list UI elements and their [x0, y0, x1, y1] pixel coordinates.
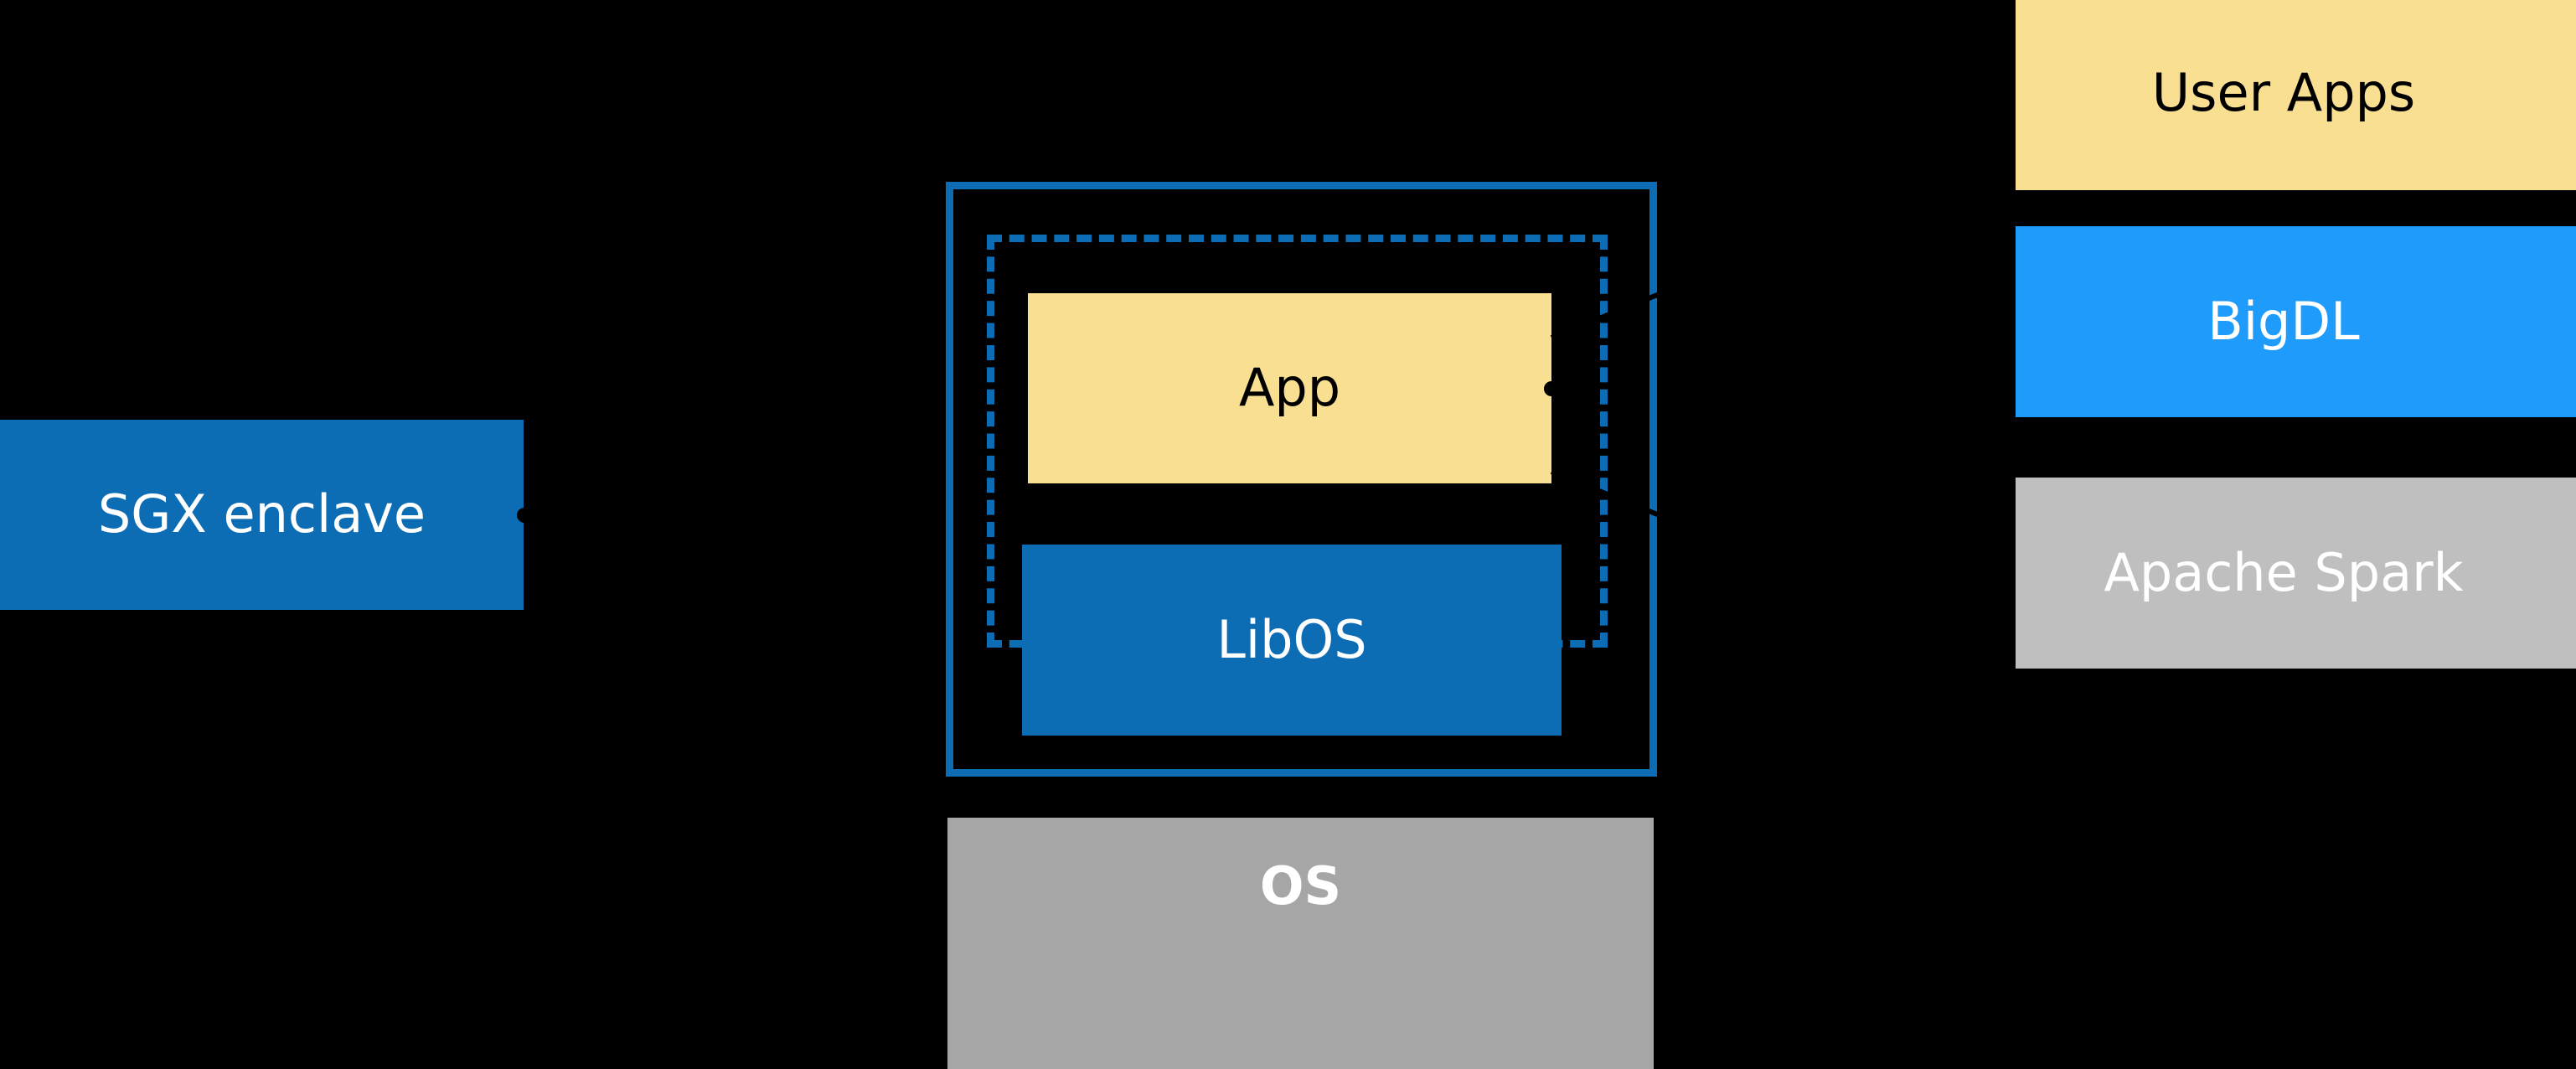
enclave-solid-outline — [946, 182, 1657, 777]
arrowhead-app-to-user-apps-icon — [1544, 381, 1559, 396]
libos-label: LibOS — [1216, 608, 1367, 670]
user-apps-box: User Apps — [2016, 0, 2576, 190]
sgx-enclave-box: SGX enclave — [0, 420, 524, 610]
libos-box: LibOS — [1022, 545, 1562, 736]
arrowhead-sgx-to-enclave-icon — [517, 508, 532, 523]
bigdl-label: BigDL — [2207, 290, 2360, 352]
app-box: App — [1028, 293, 1551, 483]
os-label: OS — [1259, 855, 1342, 917]
user-apps-label: User Apps — [2151, 61, 2416, 123]
apache-spark-box: Apache Spark — [2016, 478, 2576, 669]
os-box: OS — [947, 818, 1654, 1069]
apache-spark-label: Apache Spark — [2104, 541, 2464, 603]
app-label: App — [1238, 357, 1341, 419]
bigdl-box: BigDL — [2016, 226, 2576, 417]
sgx-enclave-label: SGX enclave — [97, 483, 426, 545]
